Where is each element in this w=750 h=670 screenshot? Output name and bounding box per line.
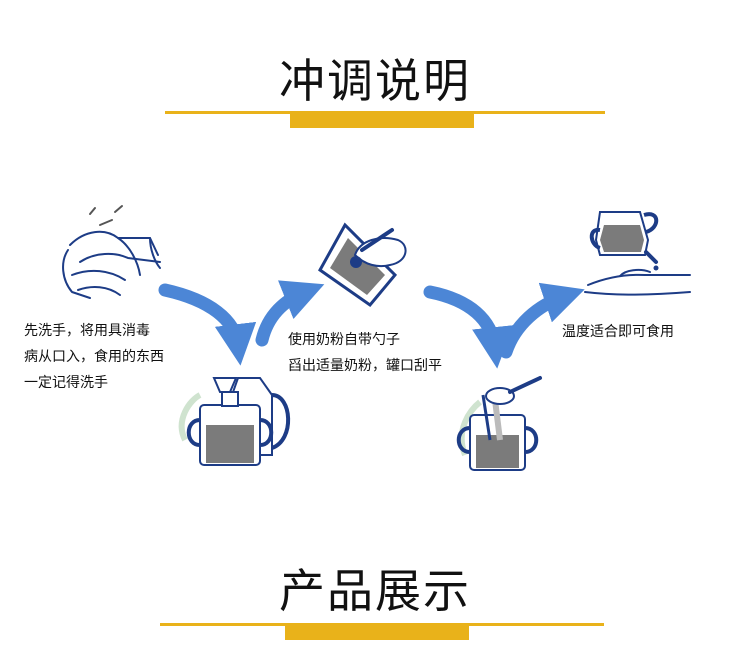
- step-5-line-1: 温度适合即可食用: [562, 324, 674, 340]
- step-5-text: 温度适合即可食用: [562, 319, 674, 345]
- kettle-pouring-icon: [178, 377, 291, 466]
- step-1-line-1: 先洗手，将用具消毒: [24, 323, 150, 339]
- flow-arrow-3: [423, 285, 514, 369]
- flow-arrow-2: [255, 280, 325, 347]
- section-title-product: 产品展示: [279, 564, 471, 618]
- washing-hands-icon: [62, 205, 161, 299]
- title-accent-bar: [285, 623, 469, 640]
- step-1-line-3: 一定记得洗手: [24, 375, 108, 391]
- scoop-into-cup-icon: [456, 376, 542, 471]
- step-3-line-2: 舀出适量奶粉，罐口刮平: [288, 358, 442, 374]
- title-accent-bar: [290, 111, 474, 128]
- milk-powder-can-icon: [318, 222, 407, 308]
- section-title-instructions: 冲调说明: [279, 54, 471, 108]
- step-1-text: 先洗手，将用具消毒 病从口入，食用的东西 一定记得洗手: [24, 318, 164, 396]
- step-3-text: 使用奶粉自带勺子 舀出适量奶粉，罐口刮平: [288, 327, 442, 379]
- test-temperature-on-wrist-icon: [584, 211, 691, 296]
- flow-arrow-1: [158, 283, 257, 366]
- flow-arrow-4: [499, 282, 585, 359]
- step-3-line-1: 使用奶粉自带勺子: [288, 332, 400, 348]
- step-1-line-2: 病从口入，食用的东西: [24, 349, 164, 365]
